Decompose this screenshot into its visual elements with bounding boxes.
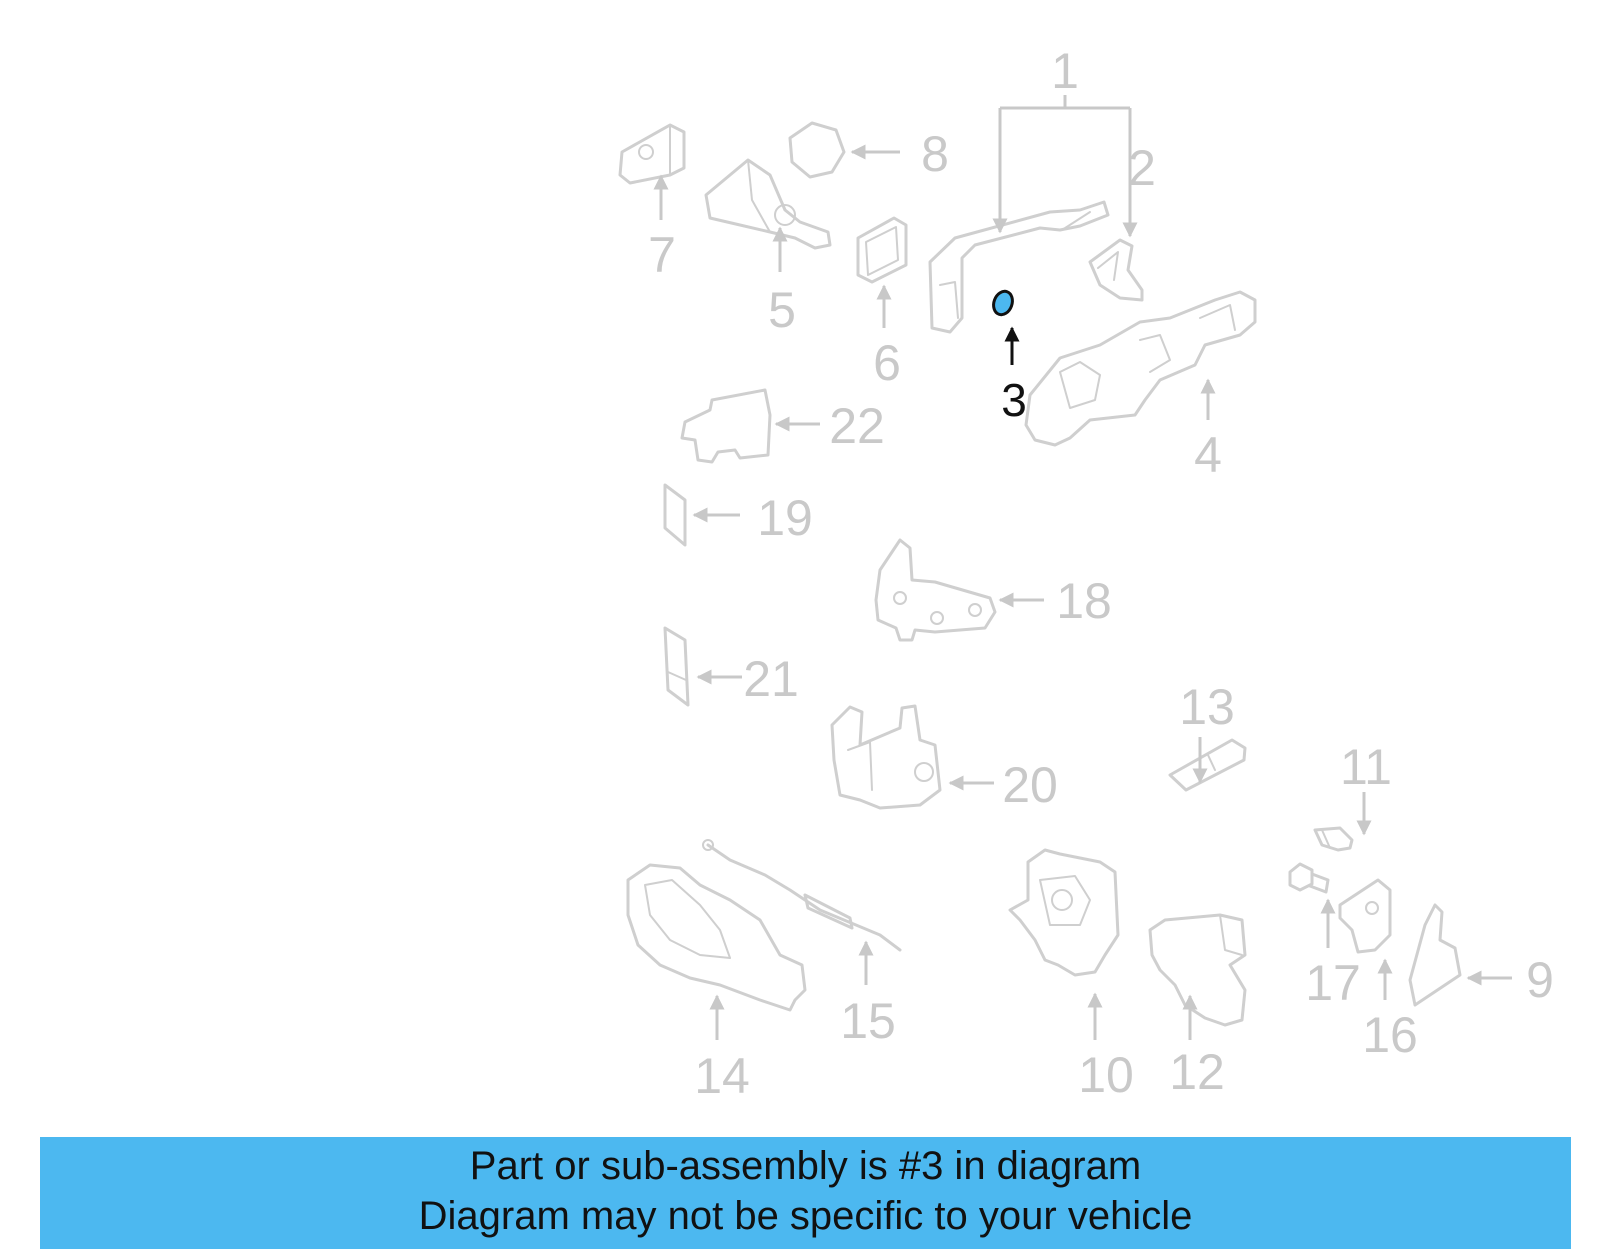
part-10-lock-actuator bbox=[1008, 848, 1120, 977]
part-11-bolt bbox=[1313, 826, 1354, 852]
callout-18[interactable]: 18 bbox=[1056, 573, 1112, 629]
callout-20[interactable]: 20 bbox=[1002, 757, 1058, 813]
callout-12[interactable]: 12 bbox=[1169, 1044, 1225, 1100]
callout-21[interactable]: 21 bbox=[743, 651, 799, 707]
callout-19[interactable]: 19 bbox=[757, 490, 813, 546]
part-20-latch-bracket bbox=[830, 704, 942, 810]
part-19-pad bbox=[663, 483, 687, 547]
part-15-cable bbox=[702, 839, 902, 952]
info-banner: Part or sub-assembly is #3 in diagram Di… bbox=[40, 1137, 1571, 1249]
part-16-pad bbox=[1338, 878, 1392, 954]
callout-3[interactable]: 3 bbox=[1001, 374, 1027, 426]
part-1-outer-handle bbox=[928, 200, 1110, 334]
part-9-cover bbox=[1408, 903, 1462, 1007]
part-14-inner-handle bbox=[626, 863, 807, 1012]
callout-6[interactable]: 6 bbox=[873, 335, 901, 391]
part-4-handle-bracket bbox=[1024, 290, 1257, 447]
callout-22[interactable]: 22 bbox=[829, 398, 885, 454]
part-6-gasket bbox=[856, 216, 908, 284]
callout-9[interactable]: 9 bbox=[1526, 952, 1554, 1008]
part-3-seal-highlight bbox=[992, 289, 1014, 317]
callout-14[interactable]: 14 bbox=[694, 1048, 750, 1104]
callout-8[interactable]: 8 bbox=[921, 126, 949, 182]
part-17-screw bbox=[1288, 862, 1330, 894]
callout-17[interactable]: 17 bbox=[1305, 955, 1361, 1011]
callout-15[interactable]: 15 bbox=[840, 993, 896, 1049]
part-21-pad bbox=[663, 626, 690, 707]
banner-line-1: Part or sub-assembly is #3 in diagram bbox=[469, 1144, 1142, 1188]
part-18-hinge bbox=[874, 538, 997, 642]
callout-13[interactable]: 13 bbox=[1179, 679, 1235, 735]
banner-line-2: Diagram may not be specific to your vehi… bbox=[418, 1194, 1193, 1238]
part-22-bracket bbox=[680, 388, 772, 464]
callout-4[interactable]: 4 bbox=[1194, 427, 1222, 483]
part-2-handle-cover bbox=[1088, 238, 1144, 302]
part-8-plug bbox=[788, 121, 846, 179]
part-3-seal bbox=[992, 289, 1014, 317]
callout-2[interactable]: 2 bbox=[1128, 140, 1156, 196]
callout-11[interactable]: 11 bbox=[1340, 739, 1392, 795]
callout-7[interactable]: 7 bbox=[648, 227, 676, 283]
callout-10[interactable]: 10 bbox=[1078, 1047, 1134, 1103]
part-5-lock-cylinder bbox=[704, 158, 832, 250]
callout-1[interactable]: 1 bbox=[1051, 43, 1079, 99]
callout-16[interactable]: 16 bbox=[1362, 1007, 1418, 1063]
callout-5[interactable]: 5 bbox=[768, 282, 796, 338]
part-12-lock-cover bbox=[1148, 913, 1247, 1027]
leader-lines bbox=[653, 95, 1512, 1040]
part-7-cap bbox=[618, 123, 686, 185]
part-13-clip bbox=[1168, 738, 1247, 792]
